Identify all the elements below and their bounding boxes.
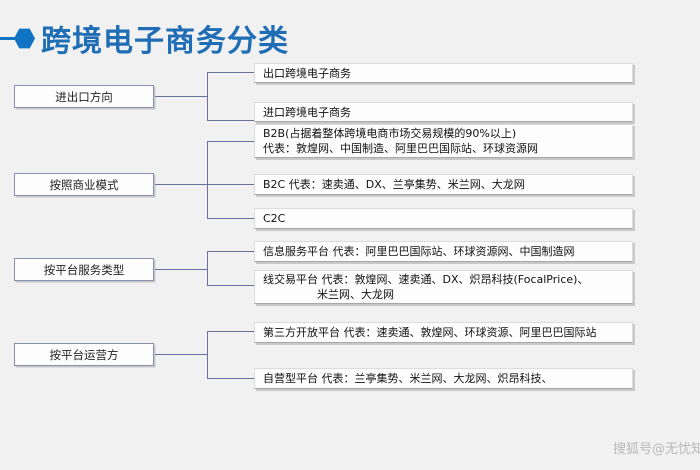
- leaf-box[interactable]: 信息服务平台 代表：阿里巴巴国际站、环球资源网、中国制造网: [254, 241, 633, 262]
- connector-branch-1-1: [207, 72, 254, 73]
- leaf-box[interactable]: 进口跨境电子商务: [254, 102, 633, 122]
- connector-branch-4-1: [207, 331, 254, 332]
- connector-trunk-1: [155, 96, 208, 97]
- category-box-import-export[interactable]: 进出口方向: [14, 85, 154, 108]
- page-title: 跨境电子商务分类: [41, 24, 289, 59]
- category-box-platform-operator[interactable]: 按平台运营方: [14, 343, 154, 366]
- leaf-line-1: 信息服务平台 代表：阿里巴巴国际站、环球资源网、中国制造网: [263, 245, 575, 258]
- leaf-line-2: 代表：敦煌网、中国制造、阿里巴巴国际站、环球资源网: [263, 142, 538, 155]
- leaf-box[interactable]: 线交易平台 代表：敦煌网、速卖通、DX、炽昂科技(FocalPrice)、 米兰…: [254, 270, 633, 304]
- category-box-business-model[interactable]: 按照商业模式: [14, 173, 154, 196]
- leaf-box[interactable]: B2B(占据着整体跨境电商市场交易规模的90%以上) 代表：敦煌网、中国制造、阿…: [254, 124, 633, 158]
- watermark: 搜狐号@无忧知: [612, 442, 700, 457]
- leaf-line-1: B2B(占据着整体跨境电商市场交易规模的90%以上): [263, 127, 517, 140]
- connector-branch-3-2: [207, 285, 254, 286]
- connector-bracket-4: [207, 331, 208, 378]
- connector-bracket-3: [207, 251, 208, 285]
- connector-branch-1-2: [207, 120, 254, 121]
- leaf-line-1: B2C 代表：速卖通、DX、兰亭集势、米兰网、大龙网: [263, 178, 525, 191]
- header-accent-line: [0, 37, 18, 40]
- leaf-line-1: 出口跨境电子商务: [263, 66, 351, 80]
- leaf-box[interactable]: B2C 代表：速卖通、DX、兰亭集势、米兰网、大龙网: [254, 174, 633, 195]
- leaf-box[interactable]: 自营型平台 代表：兰亭集势、米兰网、大龙网、炽昂科技、: [254, 368, 633, 389]
- leaf-line-1: C2C: [263, 212, 286, 225]
- hexagon-icon: [14, 28, 35, 49]
- connector-branch-2-3: [207, 218, 254, 219]
- connector-trunk-3: [155, 269, 208, 270]
- leaf-line-1: 自营型平台 代表：兰亭集势、米兰网、大龙网、炽昂科技、: [263, 372, 553, 385]
- leaf-line-1: 进口跨境电子商务: [263, 105, 351, 119]
- connector-bracket-1: [207, 72, 208, 120]
- connector-trunk-4: [155, 354, 208, 355]
- leaf-line-2: 米兰网、大龙网: [317, 288, 394, 301]
- connector-branch-4-2: [207, 378, 254, 379]
- leaf-line-1: 线交易平台 代表：敦煌网、速卖通、DX、炽昂科技(FocalPrice)、: [263, 273, 589, 286]
- connector-branch-2-2: [207, 184, 254, 185]
- connector-branch-3-1: [207, 251, 254, 252]
- leaf-line-1: 第三方开放平台 代表：速卖通、敦煌网、环球资源、阿里巴巴国际站: [263, 326, 597, 339]
- leaf-box[interactable]: 出口跨境电子商务: [254, 63, 633, 83]
- connector-bracket-2: [207, 141, 208, 218]
- category-box-platform-service-type[interactable]: 按平台服务类型: [14, 258, 154, 281]
- connector-trunk-2: [155, 184, 208, 185]
- leaf-box[interactable]: C2C: [254, 208, 633, 229]
- connector-branch-2-1: [207, 141, 254, 142]
- leaf-box[interactable]: 第三方开放平台 代表：速卖通、敦煌网、环球资源、阿里巴巴国际站: [254, 322, 633, 343]
